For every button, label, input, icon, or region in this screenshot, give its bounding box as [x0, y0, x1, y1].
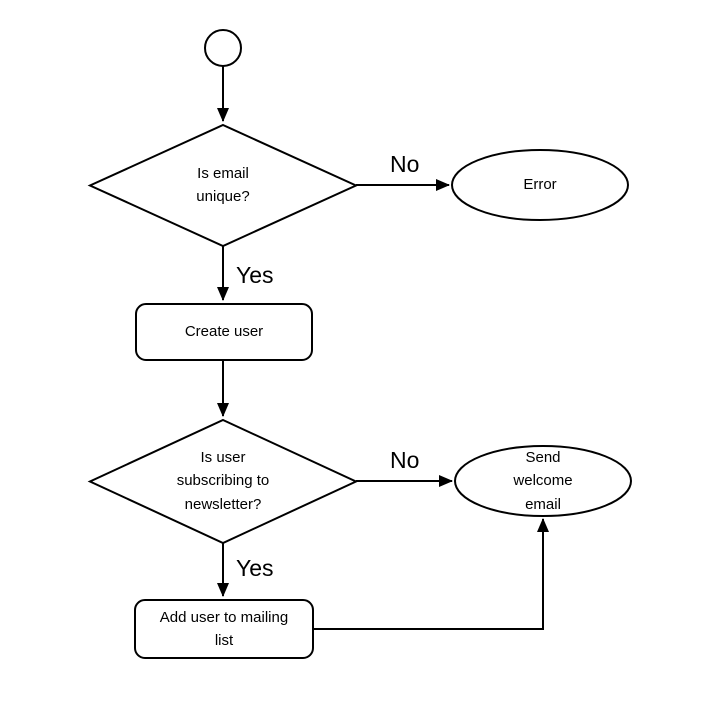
error-node-shape: [451, 149, 629, 221]
start-node: [204, 29, 242, 67]
send-welcome-email-node-shape: [454, 445, 632, 517]
decision-newsletter-shape: [87, 418, 359, 545]
create-user-node-shape: [135, 303, 313, 361]
edge-mailing-list-to-send-email: [313, 518, 549, 630]
decision-email-unique-shape: [87, 123, 359, 248]
add-user-mailing-list-node-shape: [134, 599, 314, 659]
